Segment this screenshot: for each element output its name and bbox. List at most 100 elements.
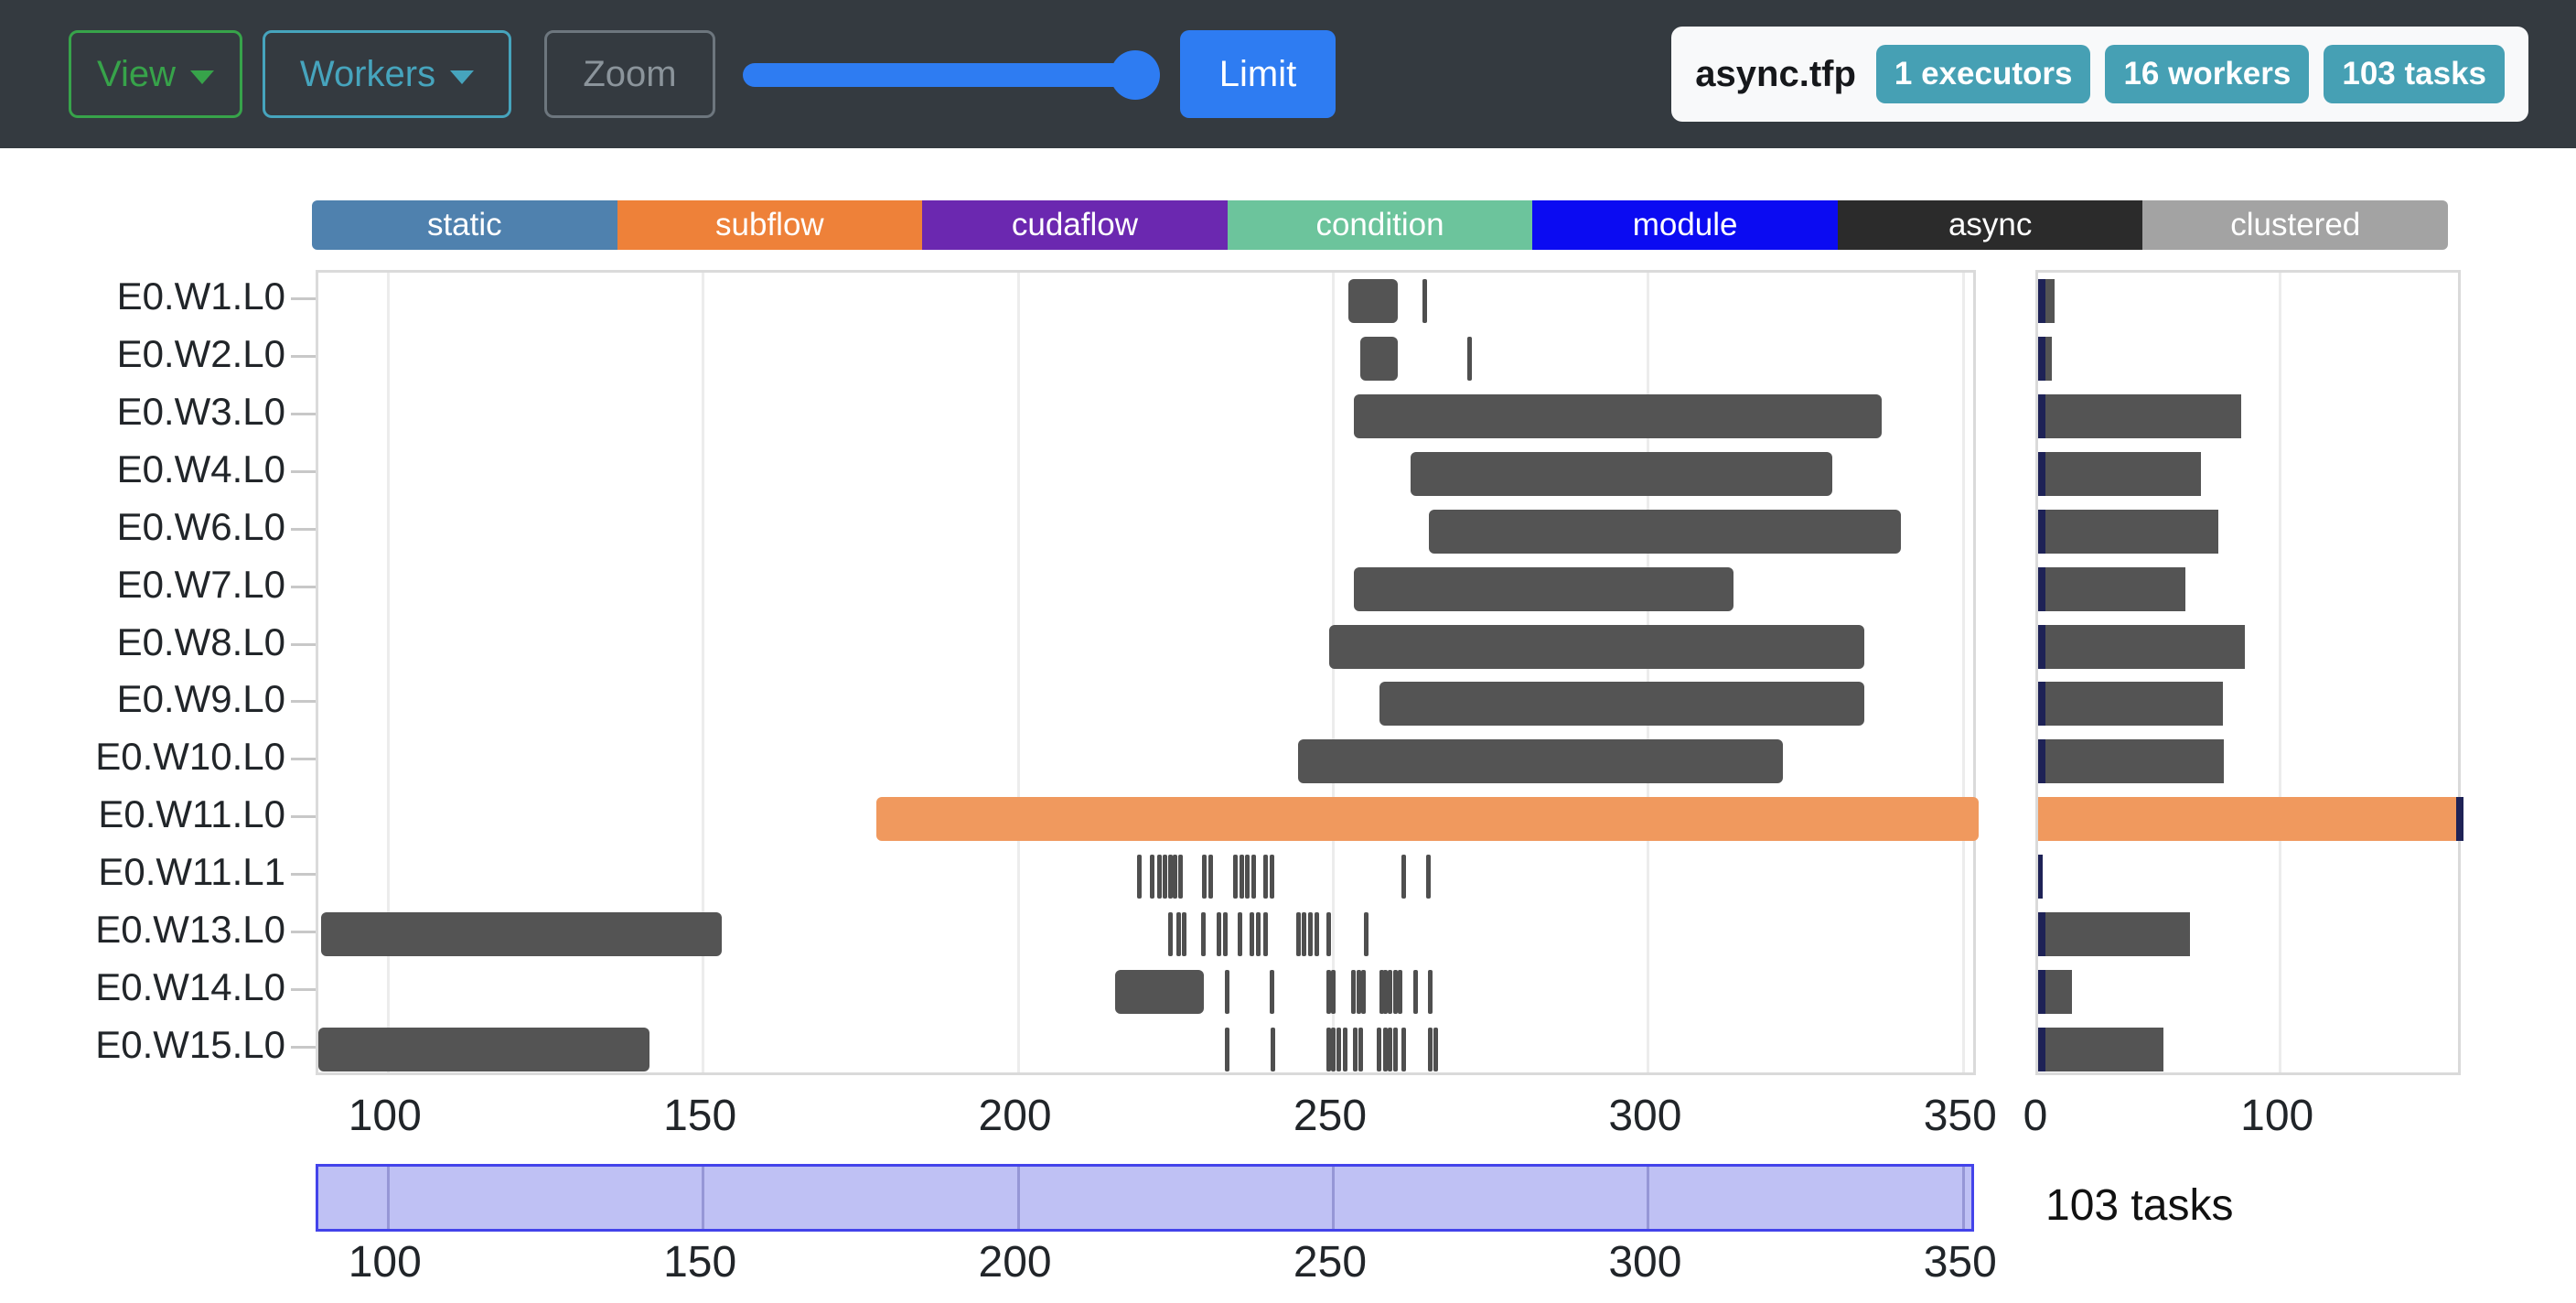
- task-tick: [1398, 969, 1403, 1014]
- workload-bar: [2045, 1027, 2164, 1071]
- toolbar: View Workers Zoom Limit async.tfp 1 exec…: [0, 0, 2576, 148]
- task-tick: [1360, 969, 1366, 1014]
- summary-axis-label: 0: [2023, 1092, 2048, 1140]
- workers-dropdown-button[interactable]: Workers: [263, 30, 511, 118]
- task-tick: [1388, 969, 1393, 1014]
- task-tick: [1244, 855, 1250, 899]
- task-tick: [1302, 911, 1307, 956]
- stat-badge: 1 executors: [1875, 45, 2091, 103]
- task-tick: [1377, 1027, 1382, 1071]
- lane-axis-tick: [291, 585, 316, 588]
- task-tick: [1271, 1027, 1276, 1071]
- task-tick: [1238, 911, 1243, 956]
- task-tick: [1426, 855, 1432, 899]
- workload-bar: [2038, 394, 2045, 439]
- zoom-button[interactable]: Zoom: [544, 30, 715, 118]
- workload-bar: [2038, 279, 2045, 324]
- workload-bar: [2038, 566, 2045, 611]
- stat-badge: 16 workers: [2105, 45, 2310, 103]
- lane-axis-tick: [291, 873, 316, 876]
- workload-bar: [2045, 279, 2055, 324]
- brush-axis-label: 300: [1608, 1238, 1682, 1287]
- workload-bar: [2045, 509, 2218, 554]
- view-dropdown-label: View: [97, 53, 176, 94]
- task-tick: [1167, 855, 1173, 899]
- legend-item-label: cudaflow: [1011, 207, 1139, 242]
- workload-bar: [2045, 969, 2072, 1014]
- task-tick: [1250, 911, 1255, 956]
- workload-bar: [2038, 337, 2045, 382]
- legend-item-cudaflow: cudaflow: [922, 200, 1228, 250]
- task-tick: [1350, 969, 1356, 1014]
- task-tick: [1383, 969, 1389, 1014]
- lane-label: E0.W11.L1: [98, 850, 285, 893]
- task-tick: [1356, 969, 1361, 1014]
- timeline-plot[interactable]: [316, 270, 1979, 1075]
- brush-axis-label: 150: [663, 1238, 737, 1287]
- task-tick: [1262, 855, 1268, 899]
- task-tick: [1150, 855, 1155, 899]
- task-tick: [1343, 1027, 1348, 1071]
- file-name: async.tfp: [1695, 53, 1856, 94]
- timeline-brush[interactable]: [316, 1164, 1974, 1232]
- workload-bar: [2038, 682, 2045, 727]
- task-tick: [1177, 855, 1183, 899]
- task-tick: [1392, 1027, 1398, 1071]
- task-tick: [1251, 855, 1257, 899]
- task-tick: [1422, 279, 1428, 324]
- task-tick: [1401, 855, 1407, 899]
- task-tick: [1433, 1027, 1439, 1071]
- gridline-200: [1016, 273, 1020, 1072]
- time-axis-label: 300: [1608, 1092, 1682, 1140]
- workload-bar: [2045, 452, 2202, 496]
- stat-badge: 103 tasks: [2324, 45, 2505, 103]
- task-tick: [1392, 969, 1398, 1014]
- task-tick: [1379, 969, 1384, 1014]
- brush-gridline-200: [1016, 1167, 1020, 1229]
- task-tick: [1162, 855, 1167, 899]
- task-tick: [1225, 969, 1230, 1014]
- task-bar: [318, 1027, 650, 1071]
- summary-axis-label: 100: [2240, 1092, 2314, 1140]
- task-bar: [1354, 566, 1734, 611]
- workload-bar: [2045, 394, 2241, 439]
- time-axis-label: 100: [348, 1092, 422, 1140]
- lane-label: E0.W3.L0: [116, 390, 285, 434]
- workload-bar: [2038, 969, 2045, 1014]
- brush-axis-label: 350: [1923, 1238, 1997, 1287]
- limit-slider[interactable]: [743, 30, 1160, 118]
- brush-gridline-150: [702, 1167, 705, 1229]
- task-bar: [1379, 682, 1865, 727]
- gridline-100: [386, 273, 390, 1072]
- task-tick: [1353, 1027, 1358, 1071]
- task-tick: [1326, 969, 1332, 1014]
- legend-item-label: static: [426, 207, 502, 242]
- task-tick: [1168, 911, 1174, 956]
- limit-button[interactable]: Limit: [1180, 30, 1336, 118]
- workload-summary-plot[interactable]: [2035, 270, 2463, 1075]
- workload-bar: [2045, 566, 2186, 611]
- task-tick: [1308, 911, 1314, 956]
- gridline-150: [702, 273, 705, 1072]
- task-tick: [1336, 1027, 1341, 1071]
- lane-axis-tick: [291, 297, 316, 301]
- task-tick: [1427, 1027, 1433, 1071]
- legend-item-label: clustered: [2230, 207, 2361, 242]
- task-tick: [1217, 911, 1222, 956]
- view-dropdown-button[interactable]: View: [69, 30, 242, 118]
- lane-axis-tick: [291, 815, 316, 819]
- limit-slider-track[interactable]: [743, 63, 1154, 87]
- workload-bar: [2038, 855, 2044, 899]
- gridline-300: [1647, 273, 1650, 1072]
- brush-gridline-100: [386, 1167, 390, 1229]
- lane-label: E0.W14.L0: [95, 964, 285, 1008]
- brush-gridline-300: [1647, 1167, 1650, 1229]
- lane-label: E0.W2.L0: [116, 332, 285, 376]
- workload-bar: [2038, 911, 2045, 956]
- workload-bar: [2045, 682, 2224, 727]
- limit-slider-thumb[interactable]: [1111, 50, 1160, 100]
- gridline-250: [1331, 273, 1335, 1072]
- lane-axis-tick: [291, 987, 316, 991]
- time-axis-label: 350: [1923, 1092, 1997, 1140]
